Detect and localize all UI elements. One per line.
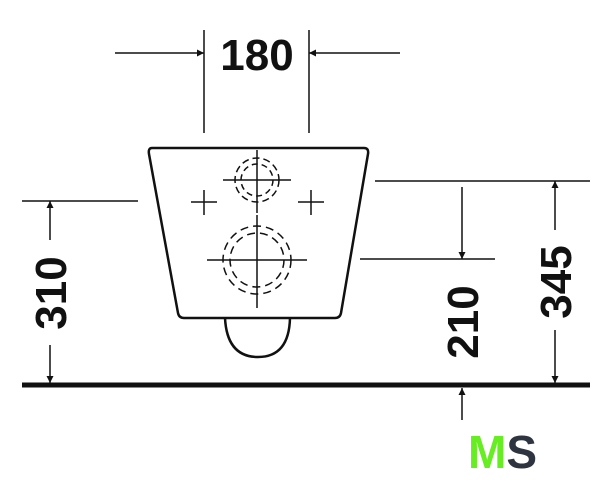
- dimension-345-lines: [375, 180, 590, 383]
- dimension-180-lines: [115, 30, 400, 133]
- dimension-310-lines: [22, 200, 138, 383]
- dimension-210-label: 210: [439, 285, 488, 358]
- dimension-345-label: 345: [532, 245, 581, 318]
- mounting-holes: [191, 150, 324, 308]
- dimension-210-lines: [360, 187, 495, 420]
- logo-s: S: [506, 426, 537, 478]
- ms-logo: MS: [468, 426, 537, 478]
- toilet-bowl: [147, 146, 370, 359]
- dimension-180-label: 180: [220, 31, 293, 80]
- logo-m: M: [468, 426, 506, 478]
- dimension-310-label: 310: [27, 256, 76, 329]
